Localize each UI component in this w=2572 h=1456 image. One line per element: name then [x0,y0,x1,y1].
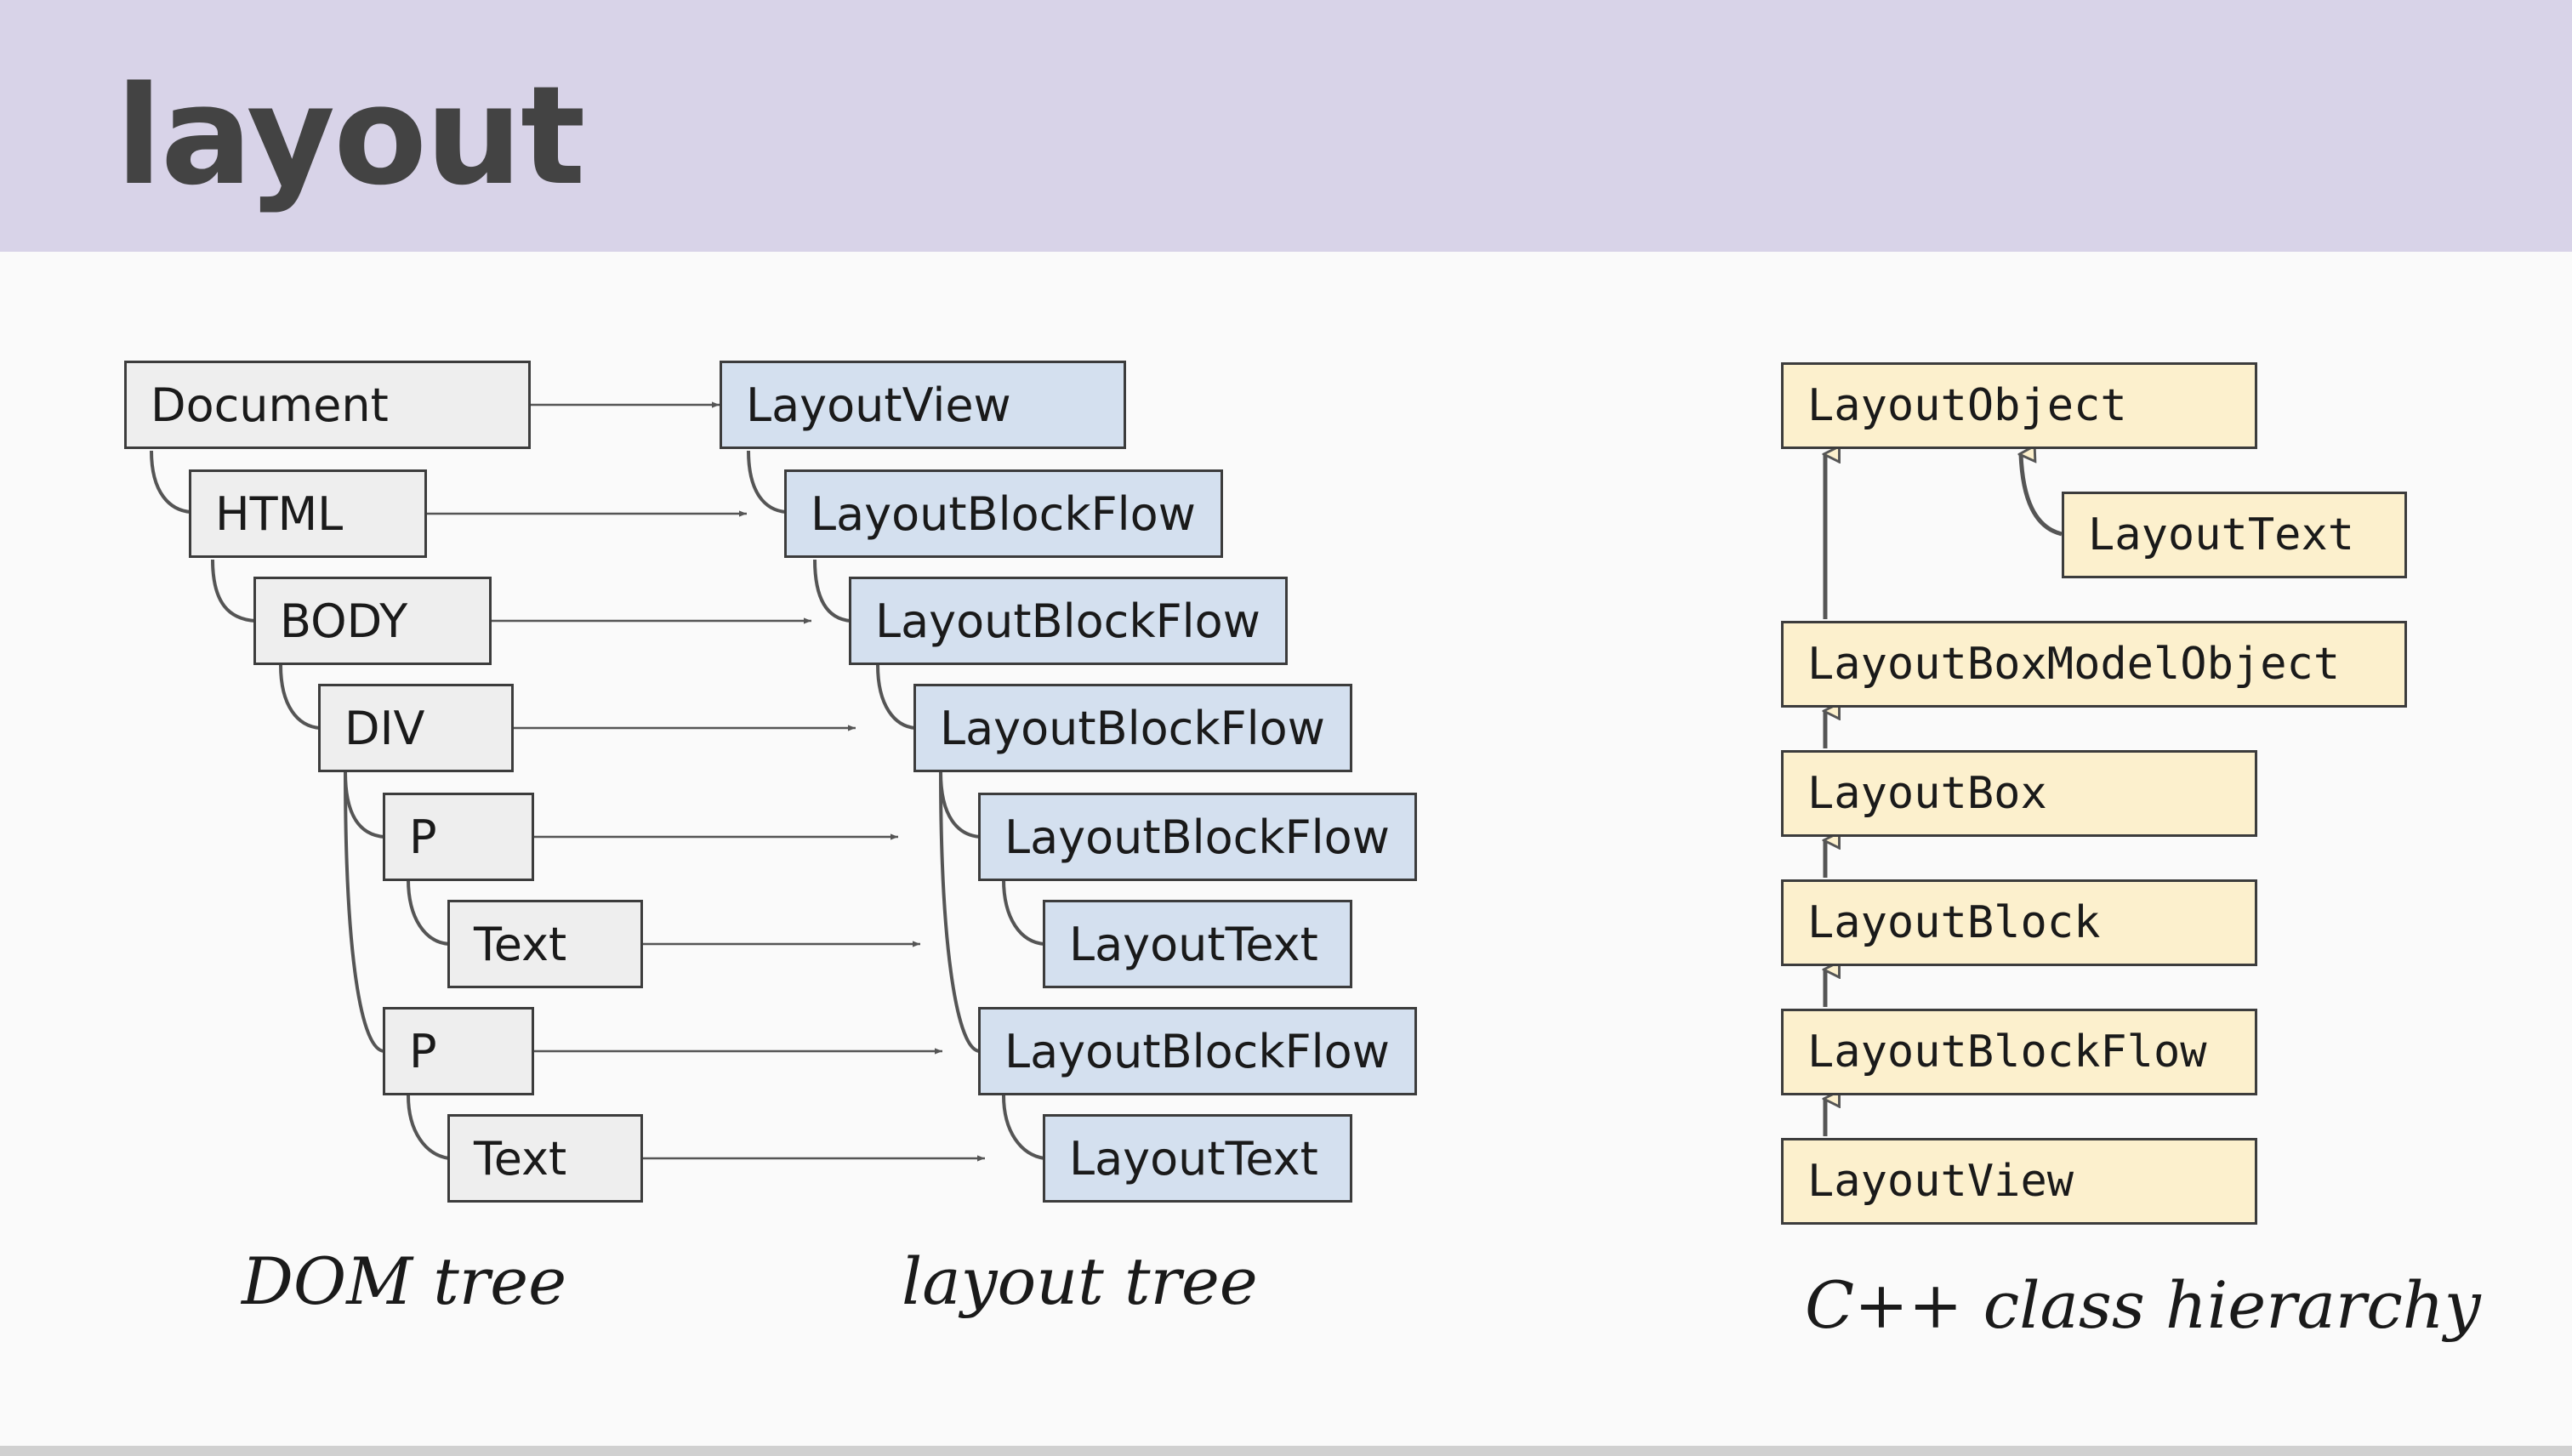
layout-node-text: LayoutText [1043,1114,1352,1203]
layout-tree-edges [747,450,1045,1160]
class-layout-block: LayoutBlock [1781,879,2257,966]
mapping-arrows [427,401,985,1162]
dom-node-text: Text [447,1114,643,1203]
layout-node-view: LayoutView [720,361,1126,449]
layout-node-blockflow: LayoutBlockFlow [849,577,1288,665]
layout-node-text: LayoutText [1043,900,1352,988]
dom-node-p: P [383,1007,534,1095]
inheritance-edges [1825,454,2063,1136]
dom-tree-caption: DOM tree [242,1243,567,1319]
dom-tree-edges [150,450,450,1160]
slide-title: layout [116,56,585,215]
title-bar: layout [0,0,2572,252]
layout-tree-caption: layout tree [902,1243,1258,1319]
class-layout-box-model-object: LayoutBoxModelObject [1781,621,2407,708]
layout-node-blockflow: LayoutBlockFlow [978,793,1417,881]
class-layout-box: LayoutBox [1781,750,2257,837]
dom-node-text: Text [447,900,643,988]
dom-node-div: DIV [318,684,514,772]
class-hierarchy-caption: C++ class hierarchy [1805,1267,2481,1343]
dom-node-p: P [383,793,534,881]
layout-node-blockflow: LayoutBlockFlow [978,1007,1417,1095]
class-layout-object: LayoutObject [1781,362,2257,449]
layout-node-blockflow: LayoutBlockFlow [784,469,1223,558]
class-layout-block-flow: LayoutBlockFlow [1781,1009,2257,1095]
class-layout-view: LayoutView [1781,1138,2257,1225]
dom-node-document: Document [124,361,531,449]
class-layout-text: LayoutText [2062,492,2407,578]
dom-node-body: BODY [253,577,492,665]
layout-node-blockflow: LayoutBlockFlow [913,684,1352,772]
slide-bottom-border [0,1446,2572,1456]
dom-node-html: HTML [189,469,427,558]
